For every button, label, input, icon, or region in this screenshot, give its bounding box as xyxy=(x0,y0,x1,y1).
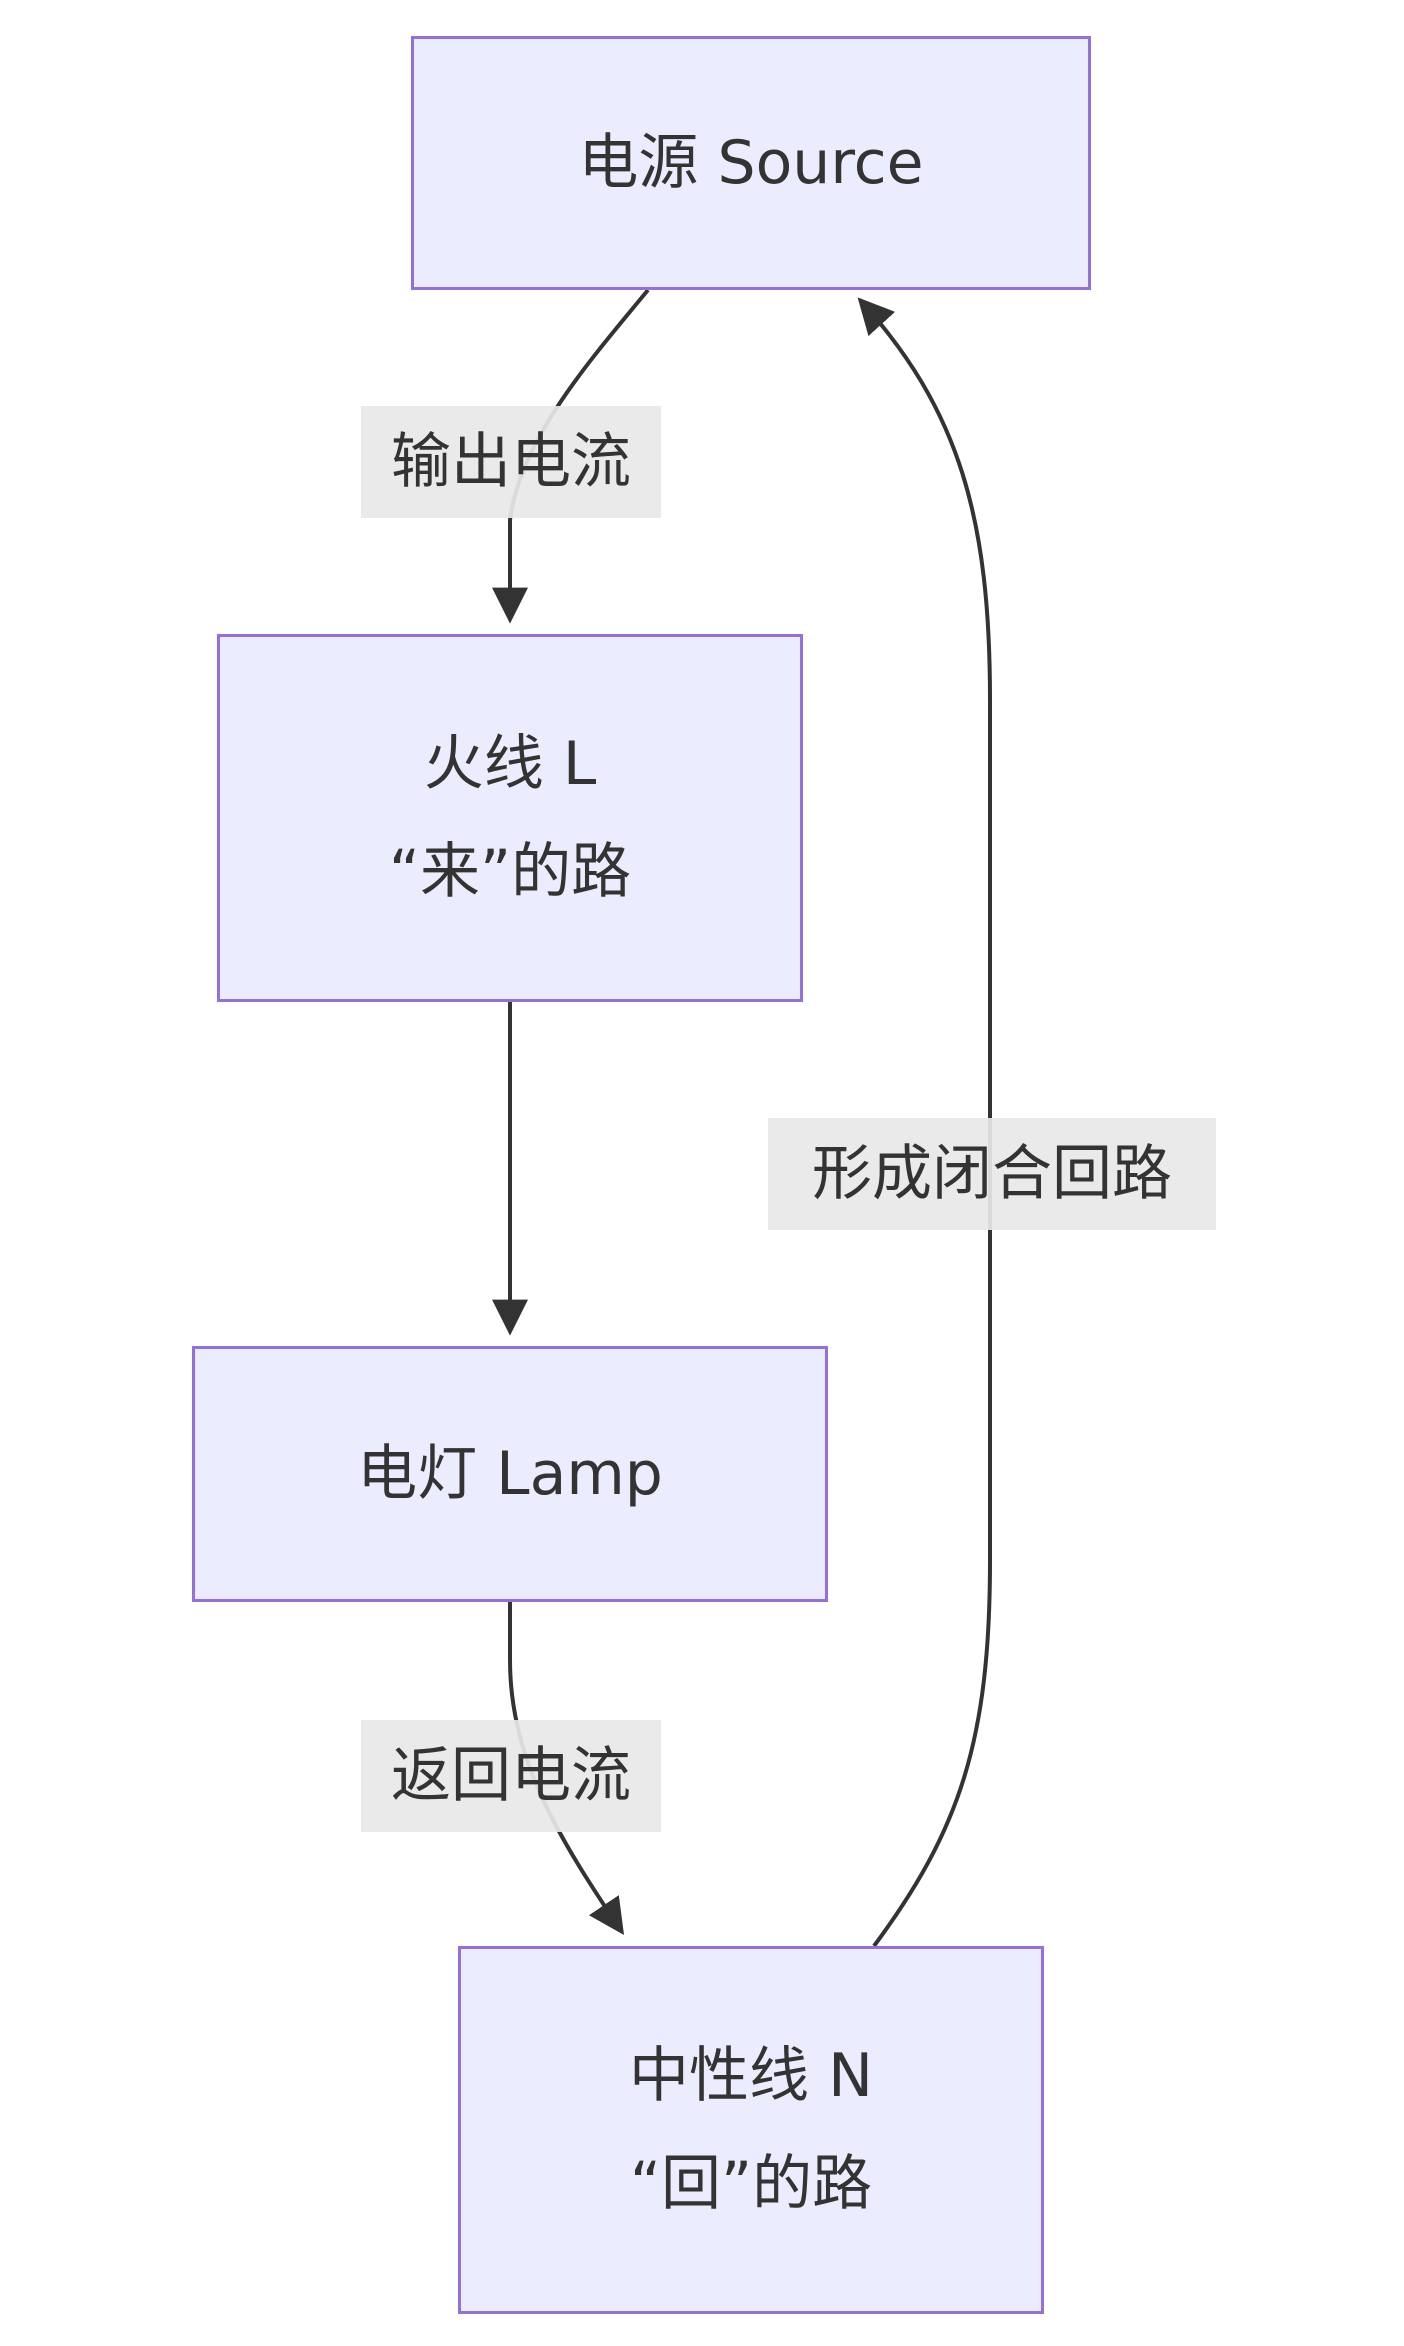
edge-label-closed-loop: 形成闭合回路 xyxy=(768,1118,1216,1230)
edge-neutral-to-source xyxy=(857,297,992,1948)
node-neutral-wire: 中性线 N “回”的路 xyxy=(458,1946,1044,2314)
node-neutral-wire-line1: 中性线 N xyxy=(629,2041,873,2111)
node-neutral-wire-line2: “回”的路 xyxy=(629,2149,873,2219)
node-live-wire-line1: 火线 L xyxy=(423,729,597,799)
node-live-wire-line2: “来”的路 xyxy=(388,837,632,907)
node-source-label: 电源 Source xyxy=(578,128,924,198)
node-lamp-label: 电灯 Lamp xyxy=(357,1439,663,1509)
node-lamp: 电灯 Lamp xyxy=(192,1346,828,1602)
node-live-wire: 火线 L “来”的路 xyxy=(217,634,803,1002)
node-source: 电源 Source xyxy=(411,36,1091,290)
edge-label-output-current: 输出电流 xyxy=(361,406,661,518)
edge-label-return-current: 返回电流 xyxy=(361,1720,661,1832)
